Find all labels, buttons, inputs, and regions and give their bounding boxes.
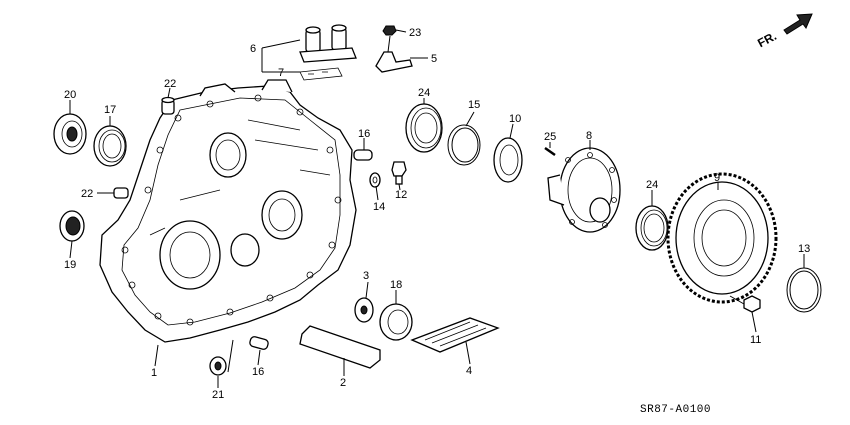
- solenoid-valve-assembly: [299, 24, 357, 63]
- transmission-housing: [99, 79, 357, 343]
- callout-16: 16: [358, 128, 370, 140]
- callout-5: 5: [431, 53, 437, 65]
- callout-10: 10: [509, 113, 521, 125]
- ball-bearing: [93, 125, 127, 167]
- bracket: [375, 35, 413, 73]
- solenoid-gasket: [299, 67, 343, 81]
- callout-2: 2: [340, 377, 346, 389]
- callout-16: 16: [252, 366, 264, 378]
- callout-17: 17: [104, 104, 116, 116]
- gear-bolt: [729, 295, 761, 313]
- shim: [493, 137, 523, 183]
- oil-seal: [59, 210, 85, 242]
- final-driven-gear: [666, 172, 778, 304]
- oil-gutter-plate: [299, 325, 381, 369]
- callout-23: 23: [409, 27, 421, 39]
- drain-bolt: [391, 161, 407, 185]
- tapered-bearing: [635, 205, 669, 251]
- oil-seal: [53, 113, 87, 155]
- callout-22: 22: [81, 188, 93, 200]
- dowel-pin: [161, 96, 175, 115]
- thrust-washer: [354, 297, 374, 323]
- callout-6: 6: [250, 43, 256, 55]
- dowel-pin: [113, 187, 129, 199]
- callout-19: 19: [64, 259, 76, 271]
- callout-1: 1: [151, 367, 157, 379]
- snap-ring: [786, 267, 822, 313]
- callout-21: 21: [212, 389, 224, 401]
- oil-guide-plate: [410, 317, 500, 353]
- callout-13: 13: [798, 243, 810, 255]
- callout-11: 11: [750, 334, 761, 346]
- callout-20: 20: [64, 89, 76, 101]
- callout-7: 7: [278, 67, 284, 79]
- snap-ring: [447, 124, 481, 166]
- callout-9: 9: [714, 172, 720, 184]
- bolt: [382, 25, 397, 36]
- callout-12: 12: [395, 189, 407, 201]
- callout-14: 14: [373, 201, 385, 213]
- leader-lines: [69, 29, 805, 388]
- pin: [544, 146, 556, 157]
- direction-label: FR.: [755, 29, 779, 50]
- callout-24: 24: [418, 87, 430, 99]
- needle-bearing: [379, 303, 413, 341]
- forward-arrow-icon: FR.: [755, 13, 813, 50]
- callout-24: 24: [646, 179, 658, 191]
- callout-4: 4: [466, 365, 472, 377]
- washer: [369, 172, 381, 188]
- callout-8: 8: [586, 130, 592, 142]
- nut: [209, 356, 227, 376]
- callout-3: 3: [363, 270, 369, 282]
- differential-carrier: [547, 147, 621, 233]
- diagram-code: SR87-A0100: [640, 404, 711, 416]
- dowel-pin: [249, 336, 269, 350]
- callout-22: 22: [164, 78, 176, 90]
- tapered-bearing: [405, 103, 443, 153]
- callout-15: 15: [468, 99, 480, 111]
- callout-25: 25: [544, 131, 556, 143]
- dowel-pin: [353, 149, 373, 161]
- callout-18: 18: [390, 279, 402, 291]
